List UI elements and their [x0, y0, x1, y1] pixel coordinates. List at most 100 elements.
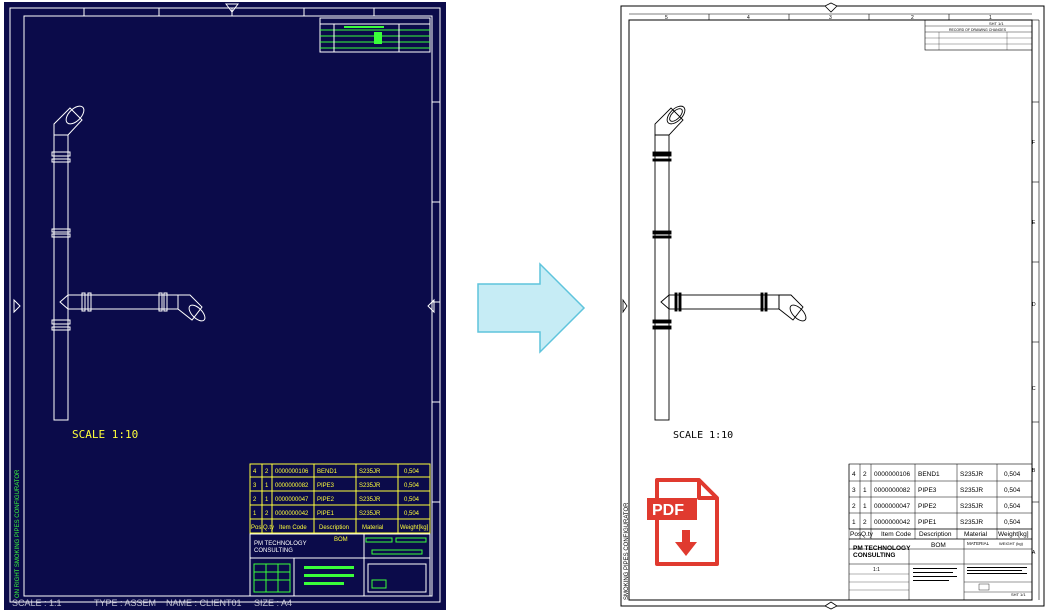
- dark-bom-qty: 2: [265, 469, 269, 475]
- pdf-company-line1: PM TECHNOLOGY: [853, 545, 911, 552]
- dark-bom-desc: PIPE3: [317, 483, 335, 489]
- pdf-bom-weight: 0,504: [1004, 503, 1021, 510]
- pdf-bom-material: S235JR: [960, 519, 983, 526]
- dark-bom-title: BOM: [334, 537, 348, 543]
- left-center-mark: [13, 298, 21, 314]
- pdf-sheet-footer: SHT 1/1: [1011, 592, 1026, 597]
- pdf-col-number: 2: [911, 15, 914, 21]
- dark-side-label: ON RIGHT SMOKING PIPES CONFIGURATOR: [15, 469, 21, 598]
- pdf-col-number: 5: [665, 15, 668, 21]
- pdf-bom-weight: 0,504: [1004, 487, 1021, 494]
- dark-bom-code: 0000000106: [275, 469, 309, 475]
- pdf-bom-qty: 1: [863, 487, 867, 494]
- pdf-bom-text: 4 2 0000000106 BEND1 S235JR 0,504 3 1 00…: [850, 471, 1029, 549]
- top-center-mark: [225, 3, 239, 13]
- dark-drawing-canvas: SCALE 1:10 4 2 0000000106 BEND1 S235JR 0…: [9, 3, 441, 608]
- pdf-sheet-label: SHT 1/1: [989, 21, 1004, 26]
- pdf-bom-material: S235JR: [960, 471, 983, 478]
- right-center-mark: [427, 298, 435, 314]
- dark-company-line1: PM TECHNOLOGY: [254, 541, 307, 547]
- dark-bom-qty: 2: [265, 511, 269, 517]
- pdf-weight-label: WEIGHT (kg): [999, 541, 1024, 546]
- top-ticks: [83, 8, 375, 16]
- dark-bom-pos: 2: [253, 497, 257, 503]
- dark-bom-material: S235JR: [359, 511, 381, 517]
- pdf-bom-pos: 1: [852, 519, 856, 526]
- dark-bom-header: Q.ty: [263, 525, 274, 531]
- pdf-bom-code: 0000000042: [874, 519, 911, 526]
- pdf-col-number: 4: [747, 15, 750, 21]
- pdf-row-letter: C: [1032, 386, 1036, 392]
- dark-bom-desc: BEND1: [317, 469, 338, 475]
- conversion-arrow-icon: [477, 262, 586, 354]
- pdf-row-letters: F E D C B A: [1032, 140, 1036, 556]
- pdf-bom-weight: 0,504: [1004, 519, 1021, 526]
- dark-bom-material: S235JR: [359, 483, 381, 489]
- dark-bom-header: Pos: [251, 525, 261, 531]
- pdf-scale-label: SCALE 1:10: [673, 430, 733, 441]
- dark-bom-code: 0000000047: [275, 497, 309, 503]
- inner-frame: [23, 15, 433, 597]
- pdf-bom-qty: 2: [863, 471, 867, 478]
- pdf-bom-title: BOM: [931, 542, 946, 549]
- dark-footer: SCALE : 1:1 TYPE : ASSEM NAME : CLIENT01…: [12, 598, 292, 608]
- pdf-bom-header: Q.ty: [861, 531, 874, 538]
- pdf-bom-header: Pos: [850, 531, 862, 538]
- pdf-icon-label: PDF: [652, 502, 684, 519]
- dark-bom-text: 4 2 0000000106 BEND1 S235JR 0,504 3 1 00…: [251, 469, 429, 543]
- pdf-title-block: [848, 538, 1033, 601]
- dark-bom-pos: 1: [253, 511, 257, 517]
- pdf-scale-small: 1:1: [873, 567, 880, 573]
- pdf-material-label: MATERIAL: [967, 541, 990, 546]
- dark-footer-type: TYPE : ASSEM: [94, 598, 156, 608]
- pdf-row-letter: F: [1032, 140, 1035, 146]
- pdf-row-letter: E: [1032, 220, 1036, 226]
- dark-bom-desc: PIPE1: [317, 511, 335, 517]
- pdf-bottom-center-mark: [824, 601, 838, 610]
- dark-bom-qty: 1: [265, 483, 269, 489]
- pdf-file-icon: PDF: [647, 478, 719, 566]
- pdf-top-center-mark: [824, 2, 838, 13]
- pdf-bom-qty: 1: [863, 503, 867, 510]
- dark-bom-desc: PIPE2: [317, 497, 335, 503]
- dark-bom-table: [249, 463, 431, 535]
- outer-frame: [9, 7, 441, 603]
- pdf-bom-material: S235JR: [960, 487, 983, 494]
- pdf-bom-weight: 0,504: [1004, 471, 1021, 478]
- dark-bom-weight: 0,504: [404, 511, 420, 517]
- dark-bom-header: Description: [319, 525, 349, 531]
- dark-bom-material: S235JR: [359, 469, 381, 475]
- dark-bom-header: Weight[kg]: [400, 525, 429, 531]
- pdf-bom-desc: PIPE3: [918, 487, 937, 494]
- pdf-bom-desc: PIPE1: [918, 519, 937, 526]
- pdf-company-line2: CONSULTING: [853, 552, 896, 559]
- pdf-bom-header: Weight[kg]: [998, 531, 1029, 538]
- pdf-bom-material: S235JR: [960, 503, 983, 510]
- dark-bom-weight: 0,504: [404, 497, 420, 503]
- pdf-bom-code: 0000000106: [874, 471, 911, 478]
- dark-company-line2: CONSULTING: [254, 548, 293, 554]
- pdf-bom-header: Description: [919, 531, 952, 538]
- pdf-bom-header: Material: [964, 531, 988, 538]
- dark-bom-pos: 3: [253, 483, 257, 489]
- dark-bom-header: Item Code: [279, 525, 307, 531]
- dark-title-block: [249, 533, 431, 597]
- dark-bom-code: 0000000082: [275, 483, 309, 489]
- dark-bom-header: Material: [362, 525, 383, 531]
- right-ticks: [432, 101, 440, 503]
- dark-footer-scale: SCALE : 1:1: [12, 598, 62, 608]
- dark-cad-drawing: SCALE 1:10 4 2 0000000106 BEND1 S235JR 0…: [4, 2, 446, 610]
- pdf-column-numbers: 5 4 3 2 1: [665, 15, 992, 21]
- pdf-row-letter: B: [1032, 468, 1036, 474]
- pdf-col-number: 1: [989, 15, 992, 21]
- revision-block: [319, 17, 431, 53]
- pdf-bom-pos: 3: [852, 487, 856, 494]
- dark-bom-weight: 0,504: [404, 483, 420, 489]
- pdf-revision-title: RECORD OF DRAWING CHANGES: [949, 28, 1007, 32]
- dark-scale-label: SCALE 1:10: [72, 428, 138, 441]
- pdf-bom-desc: BEND1: [918, 471, 940, 478]
- pdf-left-center-mark: [622, 298, 628, 314]
- pdf-pipe-assembly: [652, 105, 807, 421]
- pdf-row-letter: A: [1032, 550, 1036, 556]
- dark-bom-qty: 1: [265, 497, 269, 503]
